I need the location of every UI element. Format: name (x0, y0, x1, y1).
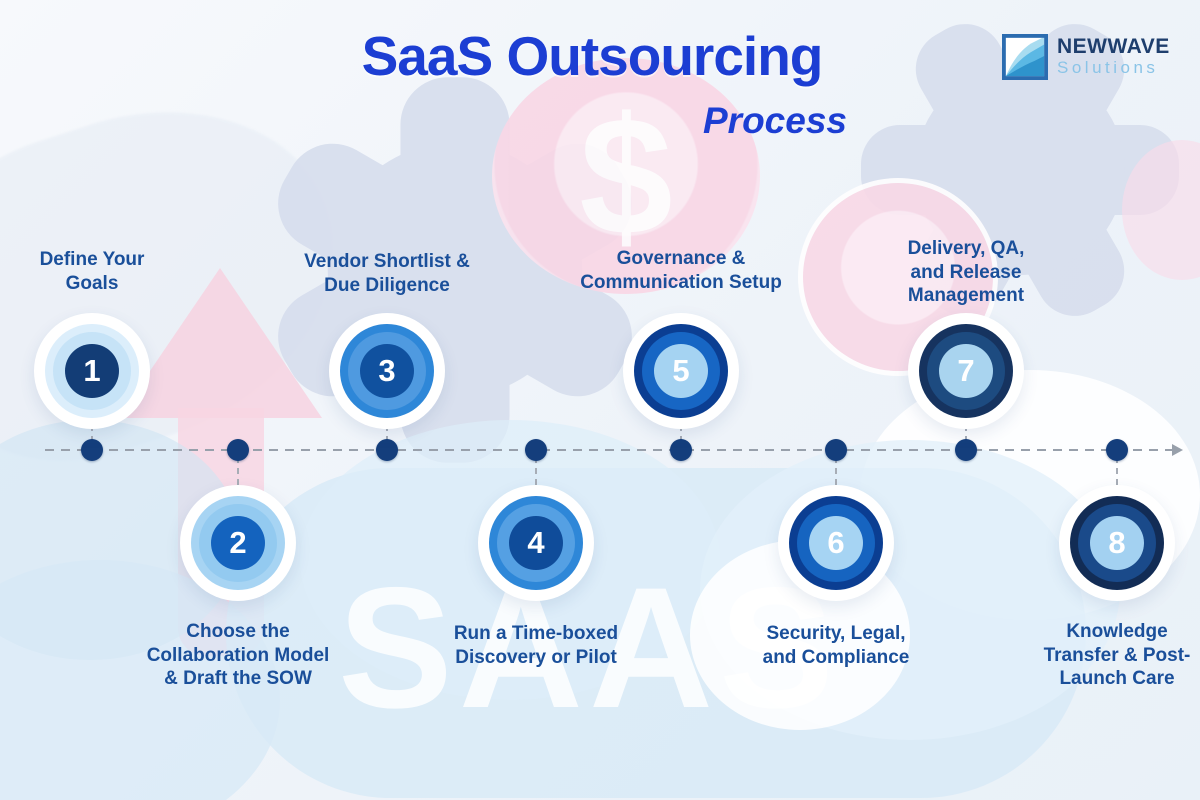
timeline-dot (376, 439, 398, 461)
step-number: 4 (527, 525, 545, 560)
step-label: Governance & Communication Setup (580, 248, 782, 293)
step-label: Security, Legal, and Compliance (762, 623, 910, 668)
step-ring-mid: 5 (642, 332, 720, 410)
step-node: 8 (1059, 485, 1175, 601)
step-connector (237, 446, 239, 485)
step-circle: 5 (654, 344, 708, 398)
dollar-coin-large: $ (492, 58, 760, 294)
step-connector (535, 446, 537, 485)
timeline-line (45, 449, 1173, 451)
step-circle: 3 (360, 344, 414, 398)
step-connector (1116, 446, 1118, 485)
step-ring-outer: 4 (489, 496, 583, 590)
timeline-dot (227, 439, 249, 461)
timeline-dot (81, 439, 103, 461)
brand-name: NEWWAVE (1057, 34, 1170, 58)
step-ring-mid: 3 (348, 332, 426, 410)
step-ring-mid: 6 (797, 504, 875, 582)
step-ring-mid: 1 (53, 332, 131, 410)
pink-arrow-head (118, 268, 322, 418)
step-ring-outer: 6 (789, 496, 883, 590)
step-node: 6 (778, 485, 894, 601)
step-ring-outer: 2 (191, 496, 285, 590)
step-number: 6 (827, 525, 845, 560)
step-label: Knowledge Transfer & Post- Launch Care (1043, 621, 1191, 690)
step-circle: 4 (509, 516, 563, 570)
step-label: Choose the Collaboration Model & Draft t… (146, 621, 330, 690)
step-label: Vendor Shortlist & Due Diligence (304, 251, 470, 296)
step-ring-mid: 7 (927, 332, 1005, 410)
step-ring-outer: 1 (45, 324, 139, 418)
step-circle: 2 (211, 516, 265, 570)
step-node: 7 (908, 313, 1024, 429)
step-ring-mid: 4 (497, 504, 575, 582)
step-circle: 7 (939, 344, 993, 398)
step-connector (835, 446, 837, 485)
step-number: 3 (378, 353, 396, 388)
timeline-arrow-icon (1172, 444, 1183, 456)
saas-watermark: SAAS (338, 552, 840, 744)
step-circle: 6 (809, 516, 863, 570)
step-circle: 8 (1090, 516, 1144, 570)
step-ring-outer: 3 (340, 324, 434, 418)
step-label: Run a Time-boxed Discovery or Pilot (453, 623, 619, 668)
timeline-dot (825, 439, 847, 461)
page-title: SaaS Outsourcing (361, 25, 824, 87)
step-ring-outer: 7 (919, 324, 1013, 418)
step-node: 1 (34, 313, 150, 429)
step-ring-outer: 5 (634, 324, 728, 418)
brand-subtitle: Solutions (1057, 57, 1159, 77)
timeline-dot (955, 439, 977, 461)
step-circle: 1 (65, 344, 119, 398)
step-node: 4 (478, 485, 594, 601)
step-node: 3 (329, 313, 445, 429)
step-ring-mid: 2 (199, 504, 277, 582)
step-number: 5 (672, 353, 690, 388)
brand-text: NEWWAVE Solutions (1057, 34, 1170, 78)
step-node: 5 (623, 313, 739, 429)
step-ring-mid: 8 (1078, 504, 1156, 582)
wave-logo-icon (1002, 34, 1048, 80)
step-label: Delivery, QA, and Release Management (907, 238, 1025, 307)
dollar-sign: $ (579, 81, 673, 270)
step-ring-outer: 8 (1070, 496, 1164, 590)
step-number: 1 (83, 353, 101, 388)
step-number: 2 (229, 525, 247, 560)
step-number: 8 (1108, 525, 1126, 560)
step-node: 2 (180, 485, 296, 601)
page-subtitle: Process (703, 100, 847, 141)
timeline-dot (670, 439, 692, 461)
step-label: Define Your Goals (39, 249, 145, 294)
timeline-dot (525, 439, 547, 461)
brand-logo: NEWWAVE Solutions (1002, 34, 1170, 80)
timeline-dot (1106, 439, 1128, 461)
step-number: 7 (957, 353, 975, 388)
